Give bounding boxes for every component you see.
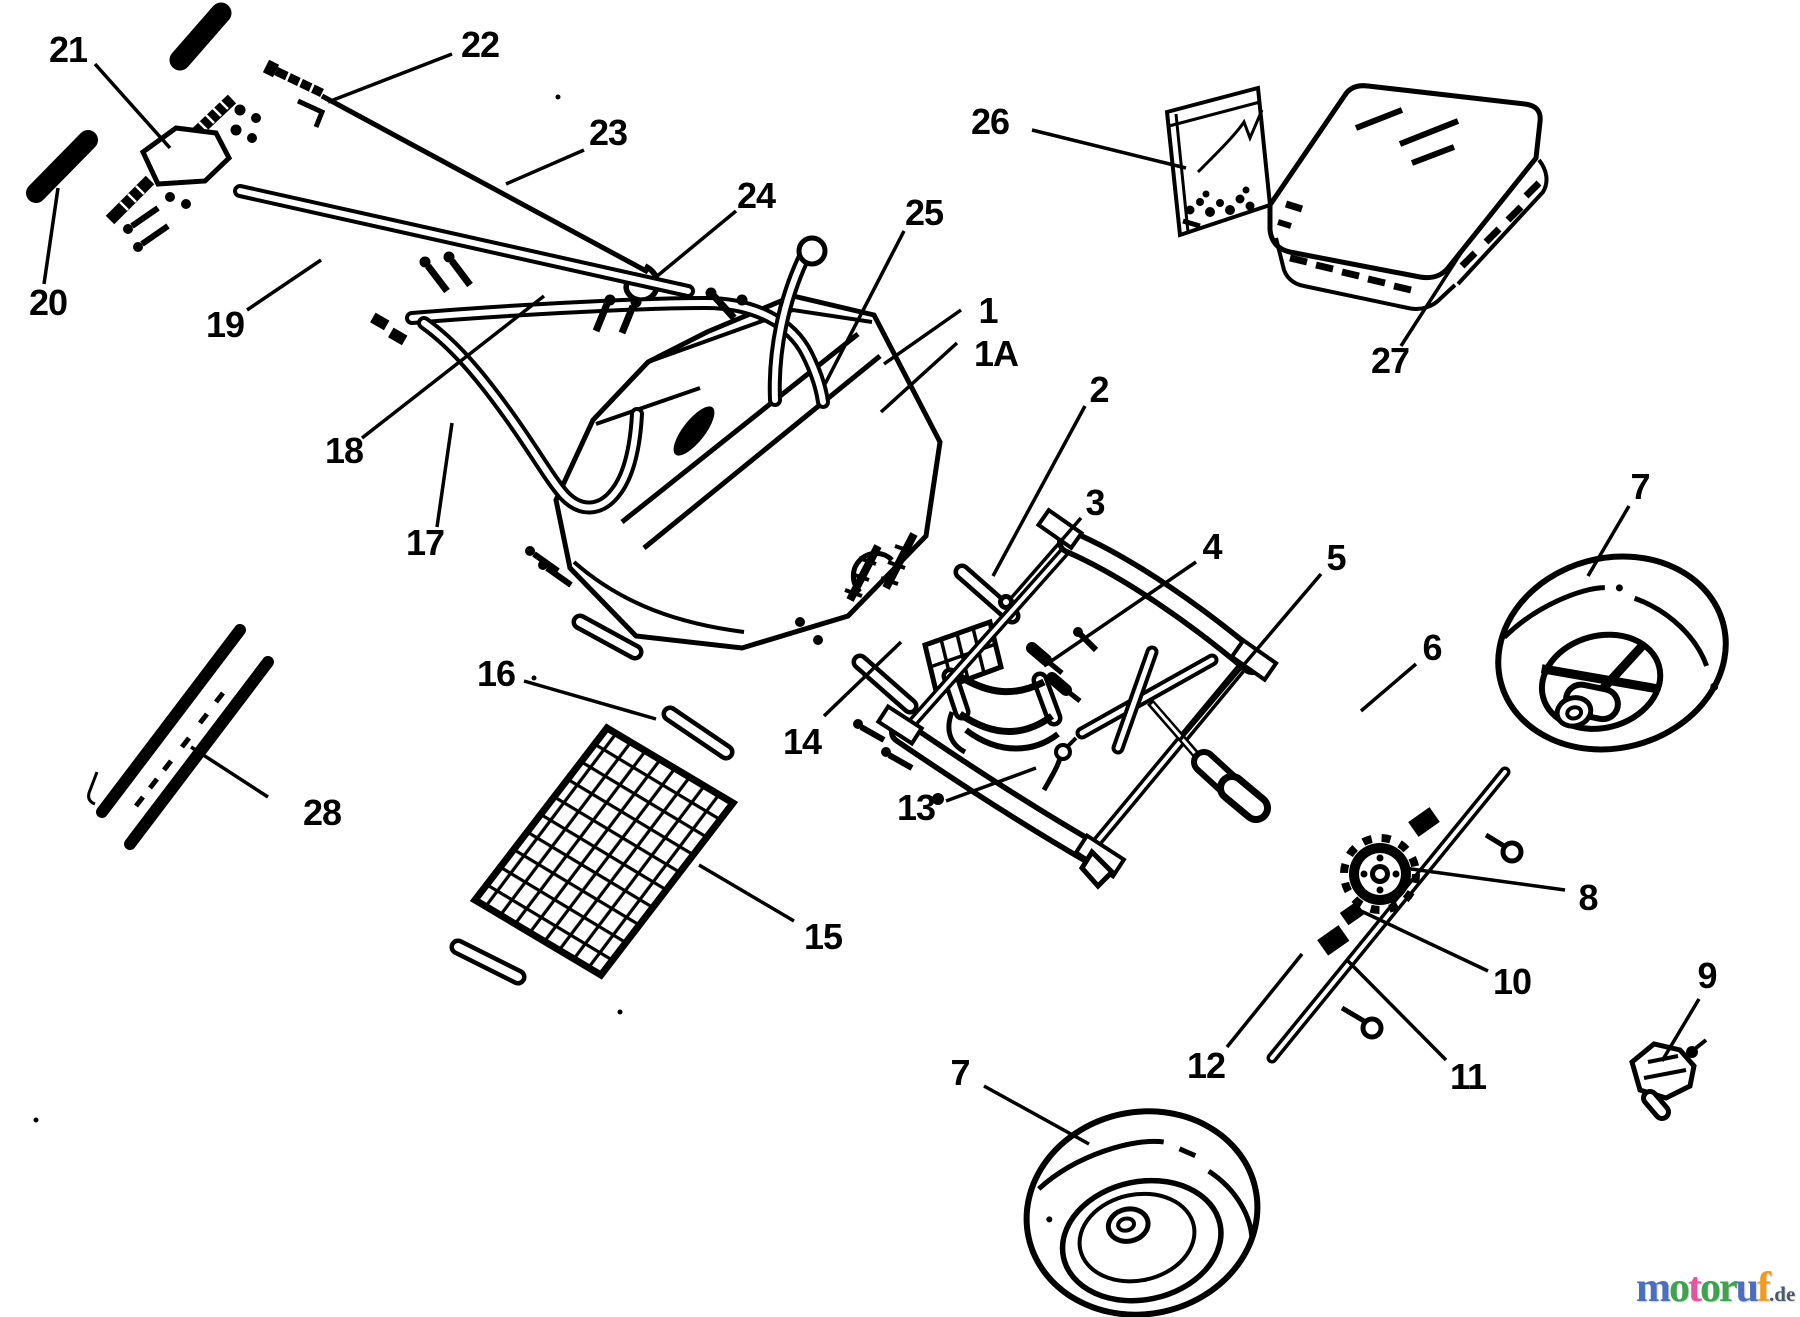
speckle [531, 675, 537, 681]
watermark-letter: u [1735, 1265, 1759, 1311]
leader-line-4 [1043, 560, 1197, 668]
control-rod [320, 93, 650, 275]
leader-line-13 [945, 766, 1037, 803]
handle-frame-upper [405, 295, 830, 409]
leader-line-27 [1399, 241, 1470, 347]
leader-line-19 [246, 258, 322, 312]
leader-line-12 [1225, 952, 1304, 1049]
frame-assembly [875, 507, 1279, 890]
leader-line-5 [1177, 572, 1323, 743]
hopper-cover [1267, 83, 1549, 311]
agitator [1073, 627, 1271, 823]
watermark-brand: motoruf [1636, 1265, 1771, 1311]
watermark-letter: f [1757, 1265, 1771, 1311]
speckle [555, 94, 561, 100]
drive-gear [1340, 834, 1420, 914]
mount-bolts [1026, 642, 1082, 703]
leader-line-7 [983, 1084, 1090, 1146]
axle-nut [1317, 925, 1350, 956]
handle-tube-end [767, 235, 828, 407]
t-handle-bracket [139, 125, 233, 187]
leader-line-21 [93, 62, 172, 150]
decal-strip [87, 624, 274, 850]
watermark-motoruf: motoruf.de [1636, 1264, 1795, 1312]
leader-line-22 [327, 52, 453, 104]
leader-line-3 [1010, 516, 1083, 599]
handle-frame-lower-u [417, 316, 644, 515]
leader-line-1 [882, 308, 963, 366]
watermark-letter: r [1719, 1265, 1738, 1311]
leader-line-9 [1660, 998, 1701, 1062]
watermark-suffix: .de [1769, 1282, 1796, 1306]
spacer-pin [851, 653, 919, 715]
leader-line-23 [505, 148, 585, 186]
leader-line-28 [190, 745, 269, 799]
leader-line-10 [1360, 909, 1489, 973]
handle-bolt [262, 59, 326, 128]
leader-line-6 [1359, 662, 1418, 713]
gate-bracket [941, 667, 1063, 755]
mesh-screen [469, 723, 739, 980]
leader-line-17 [435, 422, 454, 528]
leader-line-11 [1346, 959, 1448, 1062]
leader-line-7 [1586, 505, 1631, 577]
wheel [1495, 553, 1729, 753]
axle-assembly [1266, 766, 1524, 1064]
frame-rail-lower [875, 703, 1127, 890]
watermark-letter: t [1688, 1265, 1702, 1311]
leader-lines [42, 52, 1701, 1146]
handle-grip [169, 2, 232, 71]
spacer-pin [449, 938, 527, 986]
wheel [1023, 1108, 1261, 1317]
axle-nut [1408, 807, 1440, 837]
spacer-pin [571, 613, 644, 661]
cotter-pin [1340, 1005, 1384, 1040]
watermark-letter: o [1669, 1265, 1690, 1311]
leader-line-2 [991, 405, 1087, 577]
gate-screws [853, 719, 944, 805]
handle-tube [233, 184, 695, 298]
leader-line-20 [42, 187, 60, 285]
cotter-pin [1484, 832, 1524, 864]
watermark-letter: o [1700, 1265, 1721, 1311]
handle-grip [26, 130, 98, 203]
leader-line-8 [1403, 866, 1566, 892]
spacer-pin [661, 705, 735, 761]
wheel-clamp [1629, 1038, 1708, 1121]
leader-line-14 [822, 640, 903, 718]
leader-line-18 [360, 294, 546, 440]
cotter-pin [1041, 736, 1078, 792]
frame-rail-upper [1035, 507, 1279, 683]
leader-line-1A [879, 341, 959, 414]
watermark-letter: m [1636, 1265, 1671, 1311]
leader-line-16 [523, 679, 657, 721]
speckle [617, 1009, 623, 1015]
hardware-bag [1164, 85, 1273, 238]
leader-line-15 [698, 863, 795, 923]
hopper [553, 293, 943, 651]
leader-line-24 [654, 209, 738, 279]
leader-line-25 [822, 230, 906, 387]
speckle [33, 1117, 39, 1123]
leader-line-26 [1031, 128, 1187, 170]
